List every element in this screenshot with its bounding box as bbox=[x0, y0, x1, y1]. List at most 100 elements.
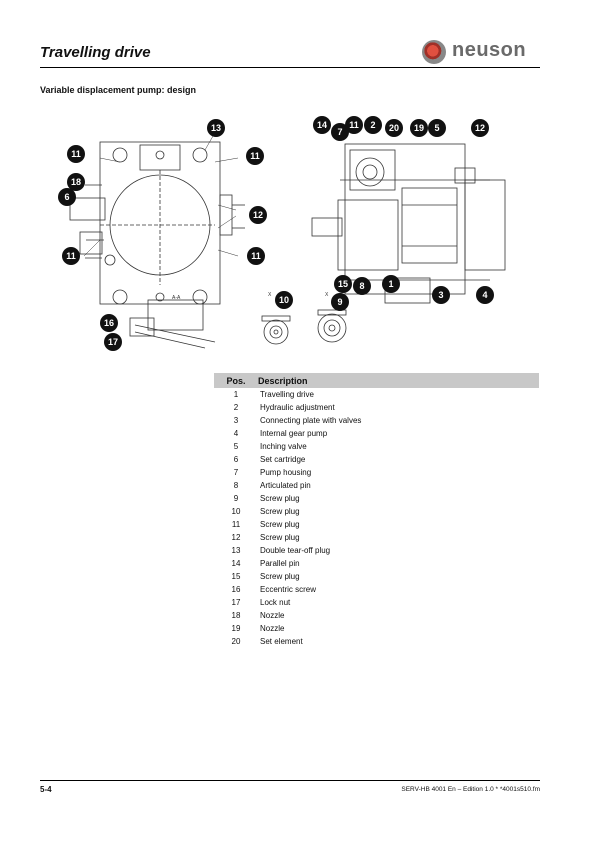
row-pos: 7 bbox=[233, 468, 239, 477]
row-pos: 9 bbox=[233, 494, 239, 503]
row-pos: 6 bbox=[233, 455, 239, 464]
row-description: Lock nut bbox=[260, 598, 291, 607]
table-row: 14 Parallel pin bbox=[214, 557, 539, 570]
table-row: 7 Pump housing bbox=[214, 466, 539, 479]
callout-11: 11 bbox=[62, 247, 80, 265]
table-row: 13 Double tear-off plug bbox=[214, 544, 539, 557]
callout-11: 11 bbox=[246, 147, 264, 165]
callout-11: 11 bbox=[345, 116, 363, 134]
row-description: Hydraulic adjustment bbox=[260, 403, 335, 412]
table-row: 2 Hydraulic adjustment bbox=[214, 401, 539, 414]
table-row: 17 Lock nut bbox=[214, 596, 539, 609]
row-description: Parallel pin bbox=[260, 559, 300, 568]
callout-13: 13 bbox=[207, 119, 225, 137]
footer-rule bbox=[40, 780, 540, 781]
callout-12: 12 bbox=[471, 119, 489, 137]
table-row: 10 Screw plug bbox=[214, 505, 539, 518]
callout-9: 9 bbox=[331, 293, 349, 311]
callout-11: 11 bbox=[67, 145, 85, 163]
callout-10: 10 bbox=[275, 291, 293, 309]
row-pos: 20 bbox=[231, 637, 241, 646]
callout-7: 7 bbox=[331, 123, 349, 141]
callout-19: 19 bbox=[410, 119, 428, 137]
header-rule bbox=[40, 67, 540, 68]
row-description: Screw plug bbox=[260, 520, 300, 529]
callout-12: 12 bbox=[249, 206, 267, 224]
row-pos: 10 bbox=[231, 507, 241, 516]
row-description: Pump housing bbox=[260, 468, 312, 477]
row-pos: 16 bbox=[231, 585, 241, 594]
table-row: 6 Set cartridge bbox=[214, 453, 539, 466]
callout-1: 1 bbox=[382, 275, 400, 293]
table-row: 4 Internal gear pump bbox=[214, 427, 539, 440]
callout-18: 18 bbox=[67, 173, 85, 191]
row-pos: 5 bbox=[233, 442, 239, 451]
callout-15: 15 bbox=[334, 275, 352, 293]
row-description: Articulated pin bbox=[260, 481, 311, 490]
section-subtitle: Variable displacement pump: design bbox=[40, 85, 197, 95]
row-description: Screw plug bbox=[260, 507, 300, 516]
header-pos: Pos. bbox=[226, 375, 246, 386]
logo-text: neuson bbox=[452, 39, 527, 61]
callout-16: 16 bbox=[100, 314, 118, 332]
callout-8: 8 bbox=[353, 277, 371, 295]
section-label: A-A bbox=[172, 295, 181, 301]
callout-14: 14 bbox=[313, 116, 331, 134]
row-description: Screw plug bbox=[260, 494, 300, 503]
row-description: Double tear-off plug bbox=[260, 546, 331, 555]
row-description: Internal gear pump bbox=[260, 429, 328, 438]
row-description: Connecting plate with valves bbox=[260, 416, 362, 425]
view-label-x-right: X bbox=[325, 292, 329, 298]
table-row: 11 Screw plug bbox=[214, 518, 539, 531]
table-row: 9 Screw plug bbox=[214, 492, 539, 505]
pump-section-housing bbox=[344, 143, 466, 295]
callout-20: 20 bbox=[385, 119, 403, 137]
document-id: SERV-HB 4001 En – Edition 1.0 * *4001s51… bbox=[401, 786, 540, 793]
row-pos: 14 bbox=[231, 559, 241, 568]
row-description: Set element bbox=[260, 637, 303, 646]
view-label-x-left: X bbox=[268, 292, 272, 298]
logo-emblem-icon bbox=[422, 40, 446, 64]
table-row: 5 Inching valve bbox=[214, 440, 539, 453]
row-pos: 13 bbox=[231, 546, 241, 555]
row-pos: 11 bbox=[231, 520, 241, 529]
row-description: Nozzle bbox=[260, 611, 285, 620]
callout-5: 5 bbox=[428, 119, 446, 137]
row-description: Set cartridge bbox=[260, 455, 306, 464]
table-row: 8 Articulated pin bbox=[214, 479, 539, 492]
table-row: 16 Eccentric screw bbox=[214, 583, 539, 596]
row-pos: 17 bbox=[231, 598, 241, 607]
page-title: Travelling drive bbox=[40, 44, 151, 61]
row-pos: 15 bbox=[231, 572, 241, 581]
pump-design-drawing: A-A X X 13 11 11 18 6 12 11 11 16 17 14 … bbox=[40, 110, 540, 360]
row-pos: 8 bbox=[233, 481, 239, 490]
table-header: Pos. Description bbox=[214, 373, 539, 388]
neuson-logo: neuson bbox=[422, 39, 542, 66]
row-description: Inching valve bbox=[260, 442, 307, 451]
callout-11: 11 bbox=[247, 247, 265, 265]
row-description: Screw plug bbox=[260, 572, 300, 581]
row-description: Eccentric screw bbox=[260, 585, 317, 594]
page-number: 5-4 bbox=[40, 785, 52, 794]
callout-17: 17 bbox=[104, 333, 122, 351]
header-description: Description bbox=[258, 375, 308, 386]
row-description: Screw plug bbox=[260, 533, 300, 542]
row-pos: 19 bbox=[231, 624, 241, 633]
row-pos: 18 bbox=[231, 611, 241, 620]
callout-3: 3 bbox=[432, 286, 450, 304]
table-row: 18 Nozzle bbox=[214, 609, 539, 622]
row-pos: 2 bbox=[233, 403, 239, 412]
row-pos: 1 bbox=[233, 390, 239, 399]
callout-2: 2 bbox=[364, 116, 382, 134]
table-row: 15 Screw plug bbox=[214, 570, 539, 583]
table-row: 20 Set element bbox=[214, 635, 539, 648]
technical-drawing-svg: A-A X X bbox=[69, 135, 506, 349]
callout-4: 4 bbox=[476, 286, 494, 304]
row-pos: 4 bbox=[233, 429, 239, 438]
